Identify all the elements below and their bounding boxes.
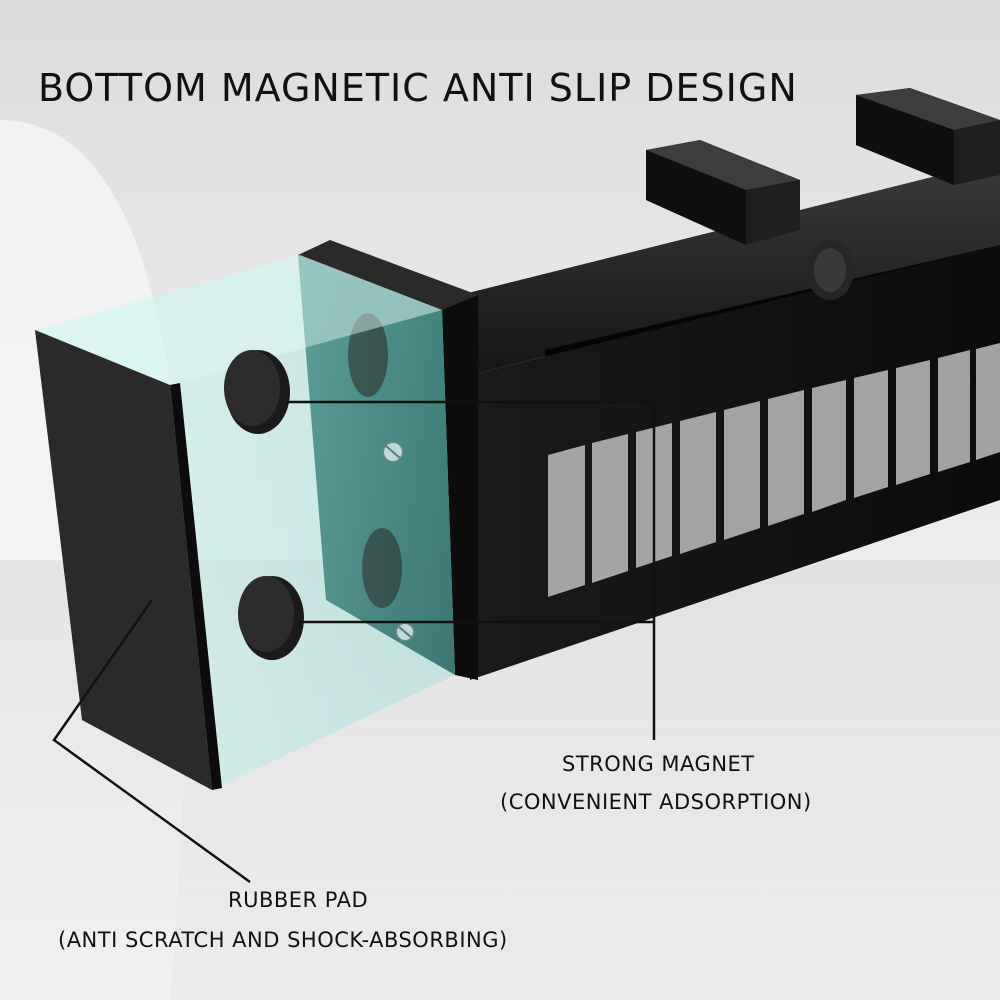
clamp-jaw-right [856,88,1000,185]
rubber-pad-callout-detail: (ANTI SCRATCH AND SHOCK-ABSORBING) [58,928,508,952]
rubber-pad-leader-line [52,599,251,884]
magnet-leader-lines [286,400,656,740]
magnet-callout-label: STRONG MAGNET [562,752,755,776]
rail-vents [548,343,1000,597]
rubber-pad [35,330,212,790]
magnet-callout-detail: (CONVENIENT ADSORPTION) [500,790,812,814]
highlight-front [170,310,455,790]
magnet-lower [238,576,304,660]
magnet-upper [224,350,290,434]
rubber-pad-callout-label: RUBBER PAD [228,888,369,912]
headline: BOTTOM MAGNETIC ANTI SLIP DESIGN [38,66,798,110]
rail-top [440,160,1000,375]
highlight-top [35,255,442,385]
end-block-top [298,240,478,310]
end-block-side [442,295,478,680]
clamp-jaw-left [646,140,800,245]
